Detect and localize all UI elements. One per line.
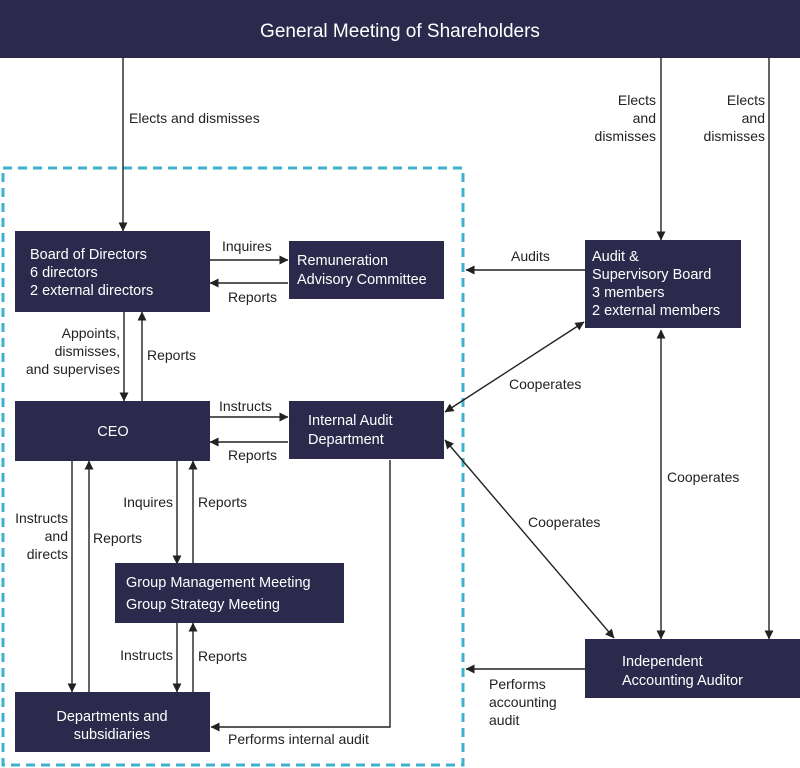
label-cooperates-ab-auditor: Cooperates xyxy=(667,469,739,485)
text-line: Audit & xyxy=(592,249,639,265)
text-line: Departments and xyxy=(56,709,167,725)
arrow-ia-to-dept xyxy=(210,460,391,732)
text-line: Internal Audit xyxy=(308,413,393,429)
text-line: Cooperates xyxy=(528,514,600,530)
board-text: Board of Directors 6 directors 2 external … xyxy=(30,247,153,299)
arrow-ia-audit-board xyxy=(444,321,585,413)
connectors xyxy=(67,58,774,732)
text-line: 2 external members xyxy=(592,303,720,319)
text-line: Inquires xyxy=(222,238,272,254)
label-elects-dismisses-auditor: Elects and dismisses xyxy=(704,92,765,144)
label-reports-dept-group: Reports xyxy=(198,648,247,664)
text-line: and xyxy=(633,110,656,126)
text-line: Reports xyxy=(93,530,142,546)
label-reports-ia: Reports xyxy=(228,447,277,463)
audit-board-text: Audit & Supervisory Board 3 members 2 exter… xyxy=(592,249,720,319)
label-instructs-group-dept: Instructs xyxy=(120,647,173,663)
auditor-box xyxy=(585,639,800,698)
text-line: dismisses xyxy=(595,128,656,144)
arrow-ia-auditor xyxy=(444,439,615,639)
internal-audit-box xyxy=(289,401,444,459)
text-line: Reports xyxy=(147,347,196,363)
text-line: Reports xyxy=(198,494,247,510)
label-performs-internal-audit: Performs internal audit xyxy=(228,731,369,747)
text-line: Audits xyxy=(511,248,550,264)
label-cooperates-ia-ab: Cooperates xyxy=(509,376,581,392)
text-line: dismisses xyxy=(704,128,765,144)
text-line: dismisses, xyxy=(55,343,120,359)
label-cooperates-ia-auditor: Cooperates xyxy=(528,514,600,530)
text-line: Independent xyxy=(622,654,703,670)
text-line: Instructs xyxy=(120,647,173,663)
label-performs-accounting-audit: Performs accounting audit xyxy=(489,676,557,728)
group-meeting-box xyxy=(115,563,344,623)
text-line: Performs internal audit xyxy=(228,731,369,747)
text-line: Cooperates xyxy=(667,469,739,485)
text-line: 6 directors xyxy=(30,265,98,281)
text-line: Cooperates xyxy=(509,376,581,392)
text-line: Instructs xyxy=(15,510,68,526)
text-line: Reports xyxy=(198,648,247,664)
remuneration-box xyxy=(289,241,444,299)
text-line: 2 external directors xyxy=(30,283,153,299)
text-line: audit xyxy=(489,712,519,728)
label-appoints: Appoints, dismisses, and supervises xyxy=(26,325,120,377)
label-audits: Audits xyxy=(511,248,550,264)
text-line: and xyxy=(45,528,68,544)
text-line: and supervises xyxy=(26,361,120,377)
text-line: Advisory Committee xyxy=(297,272,427,288)
text-line: Group Management Meeting xyxy=(126,575,311,591)
header-title: General Meeting of Shareholders xyxy=(260,21,540,42)
label-instructs-directs: Instructs and directs xyxy=(15,510,68,562)
text-line: subsidiaries xyxy=(74,727,151,743)
text-line: Elects xyxy=(618,92,656,108)
text-line: Instructs xyxy=(219,398,272,414)
text-line: Board of Directors xyxy=(30,247,147,263)
label-reports-board: Reports xyxy=(147,347,196,363)
label-elects-dismisses-audit-board: Elects and dismisses xyxy=(595,92,656,144)
departments-text: Departments and subsidiaries xyxy=(56,709,167,743)
text-line: Appoints, xyxy=(62,325,120,341)
ceo-text: CEO xyxy=(97,424,128,440)
text-line: Inquires xyxy=(123,494,173,510)
text-line: Performs xyxy=(489,676,546,692)
text-line: directs xyxy=(27,546,68,562)
label-elects-dismisses-board: Elects and dismisses xyxy=(129,110,260,126)
text-line: accounting xyxy=(489,694,557,710)
text-line: CEO xyxy=(97,424,128,440)
text-line: Reports xyxy=(228,447,277,463)
shareholders-header xyxy=(0,0,800,58)
departments-box xyxy=(15,692,210,752)
text-line: Remuneration xyxy=(297,253,388,269)
label-reports-rem: Reports xyxy=(228,289,277,305)
text-line: Group Strategy Meeting xyxy=(126,597,280,613)
text-line: Supervisory Board xyxy=(592,267,711,283)
text-line: Elects and dismisses xyxy=(129,110,260,126)
audit-board-box xyxy=(585,240,741,328)
label-reports-dept-ceo: Reports xyxy=(93,530,142,546)
text-line: Reports xyxy=(228,289,277,305)
label-reports-group-ceo: Reports xyxy=(198,494,247,510)
text-line: Elects xyxy=(727,92,765,108)
label-inquires-group: Inquires xyxy=(123,494,173,510)
text-line: and xyxy=(742,110,765,126)
board-box xyxy=(15,231,210,312)
ceo-box xyxy=(15,401,210,461)
label-instructs-ia: Instructs xyxy=(219,398,272,414)
text-line: Department xyxy=(308,432,384,448)
text-line: Accounting Auditor xyxy=(622,673,743,689)
label-inquires-rem: Inquires xyxy=(222,238,272,254)
text-line: 3 members xyxy=(592,285,665,301)
